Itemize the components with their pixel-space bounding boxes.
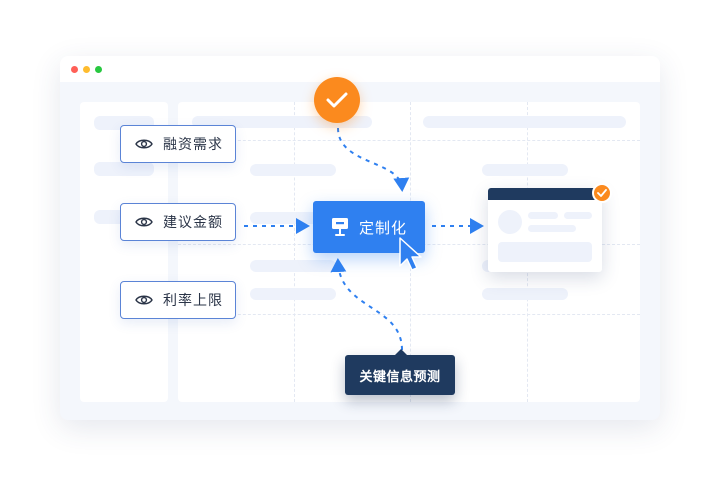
connector-tooltip-to-button <box>330 258 403 351</box>
content-skeleton <box>250 260 336 272</box>
window-maximize-dot[interactable] <box>95 66 102 73</box>
check-icon <box>597 189 607 197</box>
content-skeleton <box>250 288 336 300</box>
check-icon <box>326 92 348 108</box>
tooltip-label: 关键信息预测 <box>359 369 441 385</box>
content-skeleton <box>482 288 568 300</box>
card-skeleton <box>498 242 592 262</box>
eye-icon <box>135 139 153 149</box>
content-skeleton <box>250 164 336 176</box>
card-skeleton <box>528 225 576 232</box>
content-skeleton <box>482 164 568 176</box>
tooltip-arrow <box>395 349 407 355</box>
tag-financing-demand[interactable]: 融资需求 <box>120 125 236 163</box>
content-skeleton <box>423 116 626 128</box>
customize-button-label: 定制化 <box>359 218 408 237</box>
tag-rate-cap[interactable]: 利率上限 <box>120 281 236 319</box>
eye-icon <box>135 217 153 227</box>
status-check-badge <box>314 77 360 123</box>
grid-line <box>178 140 640 141</box>
sidebar-skeleton <box>94 162 154 176</box>
connector-check-to-button <box>337 127 410 192</box>
window-close-dot[interactable] <box>71 66 78 73</box>
card-skeleton <box>528 212 558 219</box>
result-card-header <box>488 188 602 200</box>
card-skeleton <box>564 212 592 219</box>
tag-label: 利率上限 <box>163 293 223 309</box>
result-card-check-badge <box>592 183 612 203</box>
tag-label: 建议金额 <box>163 215 223 231</box>
window-titlebar <box>60 56 660 82</box>
grid-line <box>178 314 640 315</box>
result-card[interactable] <box>488 188 602 272</box>
tag-suggested-amount[interactable]: 建议金额 <box>120 203 236 241</box>
avatar <box>498 210 522 234</box>
key-info-prediction-tooltip: 关键信息预测 <box>345 355 455 395</box>
grid-line <box>294 102 295 402</box>
window-minimize-dot[interactable] <box>83 66 90 73</box>
customize-button[interactable]: 定制化 <box>313 201 425 253</box>
eye-icon <box>135 295 153 305</box>
tag-label: 融资需求 <box>163 137 223 153</box>
presentation-board-icon <box>332 218 348 236</box>
